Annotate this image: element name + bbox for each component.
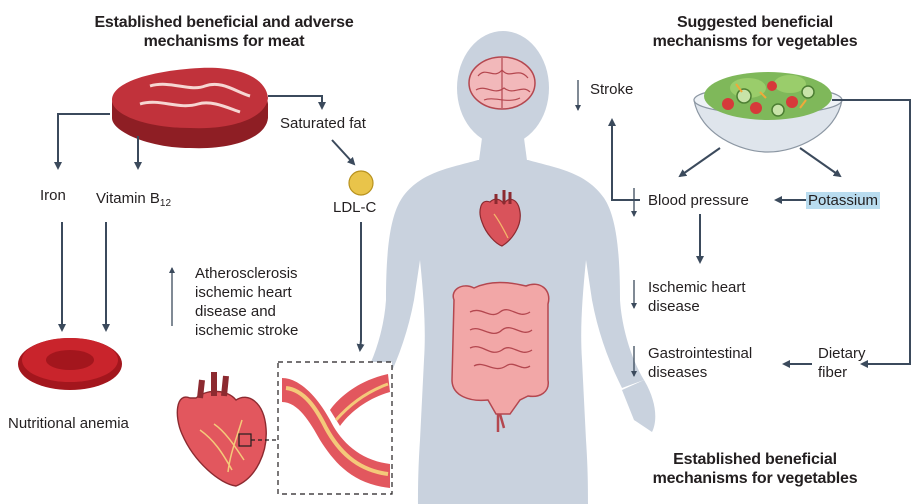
gastrointestinal-diseases-label: Gastrointestinal diseases <box>648 345 753 381</box>
ldl-particle-icon <box>348 170 374 196</box>
diseased-heart-illustration <box>176 372 267 487</box>
decrease-arrows <box>575 80 637 377</box>
ischemic-heart-disease-label: Ischemic heart disease <box>648 279 746 315</box>
steak-illustration <box>112 67 268 149</box>
meat-arrows <box>54 95 365 352</box>
iron-label: Iron <box>40 187 66 204</box>
salad-bowl-illustration <box>693 72 843 153</box>
ldl-c-label: LDL-C <box>333 199 377 216</box>
intestines-illustration <box>451 281 550 432</box>
vegetable-arrows <box>608 99 911 368</box>
vitamin-b12-label: Vitamin B12 <box>96 190 172 209</box>
vegetable-suggested-heading: Suggested beneficial mechanisms for vege… <box>652 14 858 50</box>
meat-mechanisms-heading: Established beneficial and adverse mecha… <box>94 14 354 50</box>
red-blood-cell-illustration <box>18 338 122 390</box>
potassium-label: Potassium <box>806 192 881 209</box>
stroke-label: Stroke <box>590 81 634 98</box>
vegetable-established-heading: Established beneficial mechanisms for ve… <box>652 451 858 487</box>
blood-pressure-label: Blood pressure <box>648 192 749 209</box>
atherosclerosis-label: Atherosclerosis ischemic heart disease a… <box>195 265 299 339</box>
nutritional-anemia-label: Nutritional anemia <box>8 415 129 432</box>
saturated-fat-label: Saturated fat <box>280 115 366 132</box>
dietary-fiber-label: Dietary fiber <box>818 345 866 381</box>
artery-zoom-box <box>251 361 393 495</box>
heart-in-body-illustration <box>479 190 521 247</box>
brain-illustration <box>468 56 536 110</box>
